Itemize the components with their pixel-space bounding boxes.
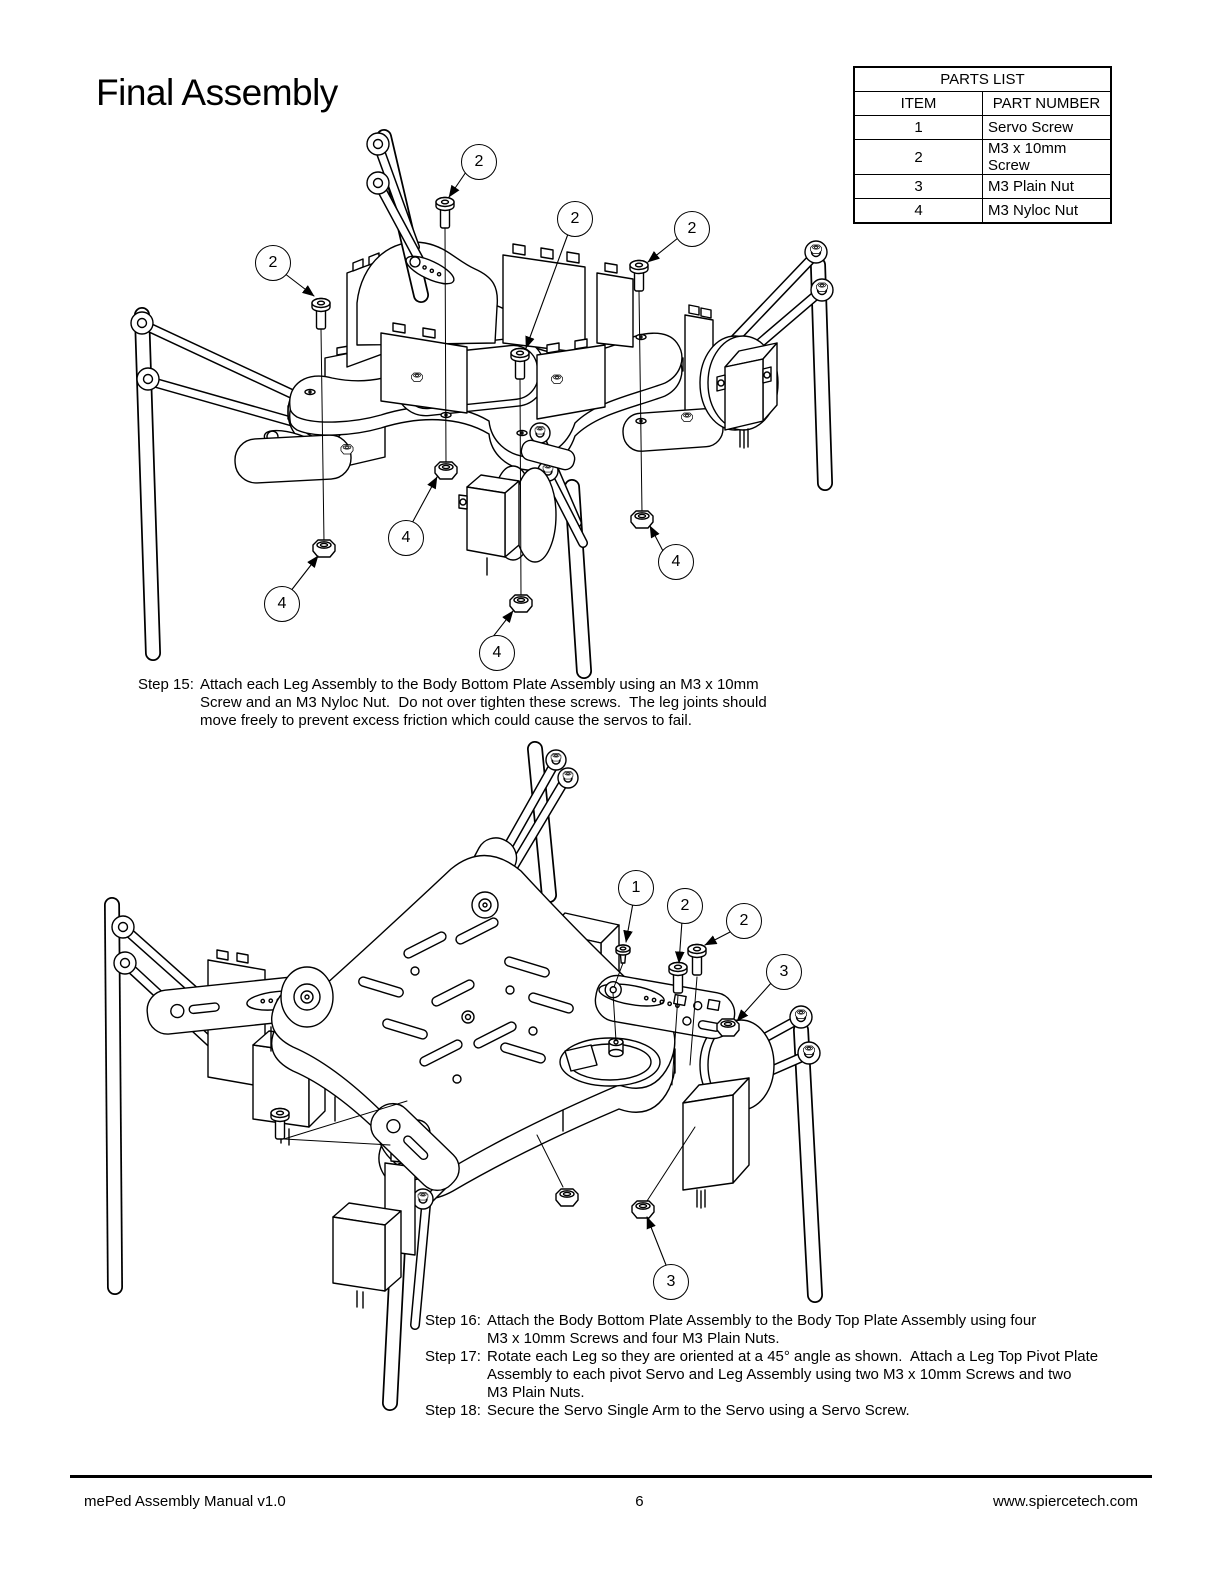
leg-assembly-top bbox=[356, 129, 499, 346]
step-18: Step 18: Secure the Servo Single Arm to … bbox=[425, 1402, 910, 1419]
step-label: Step 15: bbox=[138, 676, 194, 693]
callout-balloon-2: 2 bbox=[667, 888, 703, 924]
exploded-view-diagram-step15: 2 2 2 2 4 4 4 4 bbox=[85, 115, 865, 681]
m3-plain-nut bbox=[555, 1188, 579, 1207]
m3-plain-nut bbox=[716, 1018, 740, 1037]
leg-top-pivot-plate bbox=[370, 1102, 460, 1192]
callout-balloon-2: 2 bbox=[557, 201, 593, 237]
item-number: 3 bbox=[853, 174, 983, 199]
plate-slots bbox=[358, 917, 574, 1084]
exploded-view-drawing bbox=[130, 129, 834, 679]
callout-balloon-4: 4 bbox=[658, 544, 694, 580]
table-row: 2 M3 x 10mm Screw bbox=[853, 139, 1112, 175]
part-number: M3 Plain Nut bbox=[982, 174, 1112, 199]
leg-assembly-right bbox=[682, 1005, 823, 1303]
step-label: Step 17: bbox=[425, 1348, 481, 1365]
leg-assembly-bottom bbox=[458, 422, 592, 679]
parts-list-table: PARTS LIST ITEM PART NUMBER 1 Servo Scre… bbox=[853, 66, 1112, 224]
step-15: Step 15: Attach each Leg Assembly to the… bbox=[138, 676, 767, 729]
assembled-view-drawing bbox=[104, 741, 823, 1411]
part-number: Servo Screw bbox=[982, 115, 1112, 140]
leg-assembly-bottom bbox=[332, 1102, 460, 1411]
step-label: Step 16: bbox=[425, 1312, 481, 1329]
assembled-view-diagram-steps16-18: 1 2 2 3 3 bbox=[85, 735, 845, 1440]
callout-balloon-3: 3 bbox=[653, 1264, 689, 1300]
step-15-instructions: Step 15: Attach each Leg Assembly to the… bbox=[138, 676, 767, 730]
part-number: M3 Nyloc Nut bbox=[982, 198, 1112, 224]
parts-list-title: PARTS LIST bbox=[853, 66, 1112, 92]
footer-manual-version: mePed Assembly Manual v1.0 bbox=[84, 1493, 286, 1510]
table-row: 4 M3 Nyloc Nut bbox=[853, 198, 1112, 224]
callout-balloon-4: 4 bbox=[388, 520, 424, 556]
step-label: Step 18: bbox=[425, 1402, 481, 1419]
leg-assembly-right bbox=[622, 240, 834, 491]
step-17: Step 17: Rotate each Leg so they are ori… bbox=[425, 1348, 1099, 1401]
footer-rule bbox=[70, 1475, 1152, 1478]
callout-balloon-2: 2 bbox=[461, 144, 497, 180]
m3-screw bbox=[435, 196, 455, 229]
body-plate-assembly bbox=[270, 854, 676, 1200]
m3-screw bbox=[687, 943, 707, 976]
page-title: Final Assembly bbox=[96, 72, 338, 113]
callout-balloon-1: 1 bbox=[618, 870, 654, 906]
callout-balloon-2: 2 bbox=[674, 211, 710, 247]
footer-page-number: 6 bbox=[635, 1493, 644, 1510]
m3-nyloc-nut bbox=[509, 594, 533, 613]
table-row: 3 M3 Plain Nut bbox=[853, 174, 1112, 199]
m3-plain-nut bbox=[631, 1200, 655, 1219]
fastener-axes bbox=[311, 196, 654, 613]
callout-balloon-4: 4 bbox=[264, 586, 300, 622]
footer-website: www.spiercetech.com bbox=[992, 1493, 1138, 1510]
callout-balloon-2: 2 bbox=[255, 245, 291, 281]
callout-leaders bbox=[623, 902, 773, 1266]
fasteners bbox=[270, 943, 740, 1219]
footer: mePed Assembly Manual v1.0 6 www.spierce… bbox=[70, 1493, 1152, 1510]
steps-16-18-instructions: Step 16: Attach the Body Bottom Plate As… bbox=[425, 1312, 1098, 1420]
item-number: 1 bbox=[853, 115, 983, 140]
parts-list-col-item: ITEM bbox=[853, 91, 983, 116]
item-number: 4 bbox=[853, 198, 983, 224]
pivot-servo-hub bbox=[559, 1037, 661, 1087]
item-number: 2 bbox=[853, 139, 983, 175]
parts-list-col-part: PART NUMBER bbox=[982, 91, 1112, 116]
part-number: M3 x 10mm Screw bbox=[982, 139, 1112, 175]
callout-balloon-2: 2 bbox=[726, 903, 762, 939]
leg-assembly-left bbox=[104, 897, 326, 1295]
callout-balloon-4: 4 bbox=[479, 635, 515, 671]
m3-nyloc-nut bbox=[434, 461, 458, 480]
table-row: 1 Servo Screw bbox=[853, 115, 1112, 140]
callout-balloon-3: 3 bbox=[766, 954, 802, 990]
exploded-leg-top-pivot-plate bbox=[594, 974, 736, 1040]
m3-nyloc-nut bbox=[312, 539, 336, 558]
m3-nyloc-nut bbox=[630, 510, 654, 529]
step-16: Step 16: Attach the Body Bottom Plate As… bbox=[425, 1312, 1037, 1347]
callout-leaders bbox=[283, 171, 679, 639]
m3-screw bbox=[311, 297, 331, 330]
